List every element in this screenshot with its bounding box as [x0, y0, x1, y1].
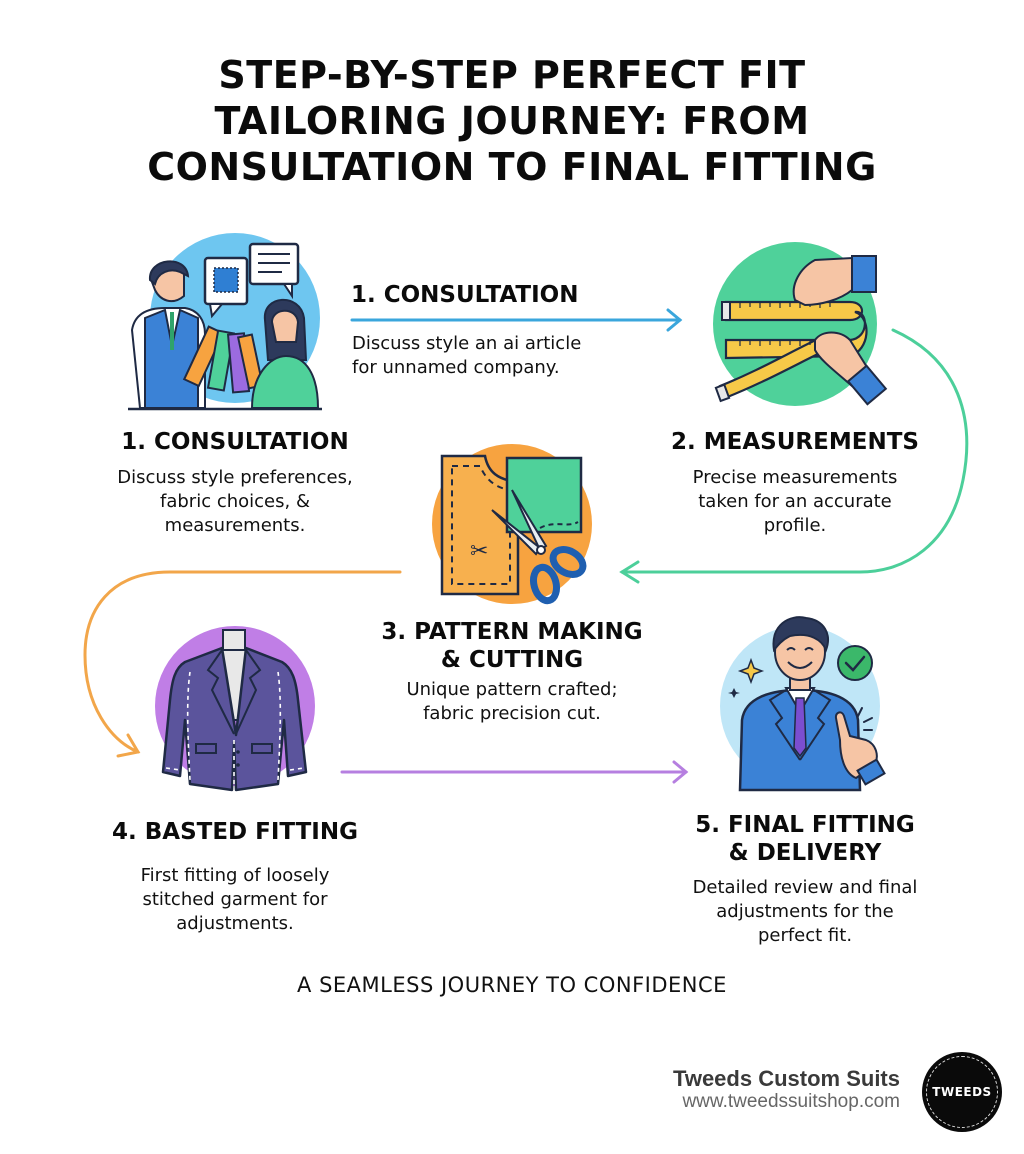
step-3-desc-line-2: fabric precision cut.: [423, 703, 601, 724]
intro-step-heading: 1. CONSULTATION: [351, 282, 579, 308]
step-4-heading: 4. BASTED FITTING: [85, 818, 385, 846]
title-line-2: TAILORING JOURNEY: FROM: [214, 99, 810, 143]
step-4-heading-line-1: 4. BASTED FITTING: [111, 819, 358, 845]
page-title: STEP-BY-STEP PERFECT FIT TAILORING JOURN…: [0, 52, 1024, 190]
step-1-desc-line-3: measurements.: [164, 515, 306, 536]
brand-url[interactable]: www.tweedssuitshop.com: [682, 1091, 900, 1112]
step-3-heading-line-2: & CUTTING: [440, 647, 584, 673]
step-1-heading: 1. CONSULTATION: [80, 428, 390, 456]
arrow-orange: [83, 570, 402, 758]
step-1-desc-line-2: fabric choices, &: [160, 491, 310, 512]
svg-text:✂: ✂: [470, 539, 488, 564]
step-2-desc-line-1: Precise measurements: [692, 467, 898, 488]
step-2-description: Precise measurements taken for an accura…: [640, 466, 950, 538]
title-line-1: STEP-BY-STEP PERFECT FIT: [218, 53, 806, 97]
step-5-heading-line-1: 5. FINAL FITTING: [695, 812, 915, 838]
step-5-desc-line-2: adjustments for the: [716, 901, 894, 922]
step-4-desc-line-2: stitched garment for: [142, 889, 328, 910]
brand-logo: TWEEDS: [922, 1052, 1002, 1132]
step-1-heading-line-1: 1. CONSULTATION: [121, 429, 349, 455]
step-3-heading: 3. PATTERN MAKING & CUTTING: [362, 618, 662, 674]
logo-ring: [926, 1056, 998, 1128]
step-4-desc-line-1: First fitting of loosely: [140, 865, 330, 886]
step-2-desc-line-3: profile.: [763, 515, 827, 536]
step-5-desc-line-3: perfect fit.: [757, 925, 853, 946]
step-2-heading-line-1: 2. MEASUREMENTS: [671, 429, 919, 455]
step-2-desc-line-2: taken for an accurate: [698, 491, 892, 512]
arrow-purple: [340, 760, 689, 784]
arrow-blue: [350, 308, 683, 332]
step-2-heading: 2. MEASUREMENTS: [640, 428, 950, 456]
logo-text: TWEEDS: [932, 1085, 992, 1099]
title-line-3: CONSULTATION TO FINAL FITTING: [147, 145, 877, 189]
brand-name: Tweeds Custom Suits: [673, 1066, 900, 1091]
intro-step-desc-line-2: for unnamed company.: [352, 357, 560, 378]
intro-step-description: Discuss style an ai article for unnamed …: [352, 332, 581, 380]
step-1-desc-line-1: Discuss style preferences,: [117, 467, 353, 488]
step-4-desc-line-3: adjustments.: [176, 913, 294, 934]
step-5-heading: 5. FINAL FITTING & DELIVERY: [655, 811, 955, 867]
step-3-heading-line-1: 3. PATTERN MAKING: [381, 619, 643, 645]
tagline: A SEAMLESS JOURNEY TO CONFIDENCE: [297, 973, 727, 997]
step-3-desc-line-1: Unique pattern crafted;: [406, 679, 618, 700]
step-5-description: Detailed review and final adjustments fo…: [645, 876, 965, 948]
step-5-heading-line-2: & DELIVERY: [728, 840, 882, 866]
step-5-desc-line-1: Detailed review and final: [692, 877, 918, 898]
step-1-description: Discuss style preferences, fabric choice…: [80, 466, 390, 538]
step-3-description: Unique pattern crafted; fabric precision…: [362, 678, 662, 726]
intro-step-desc-line-1: Discuss style an ai article: [352, 333, 582, 354]
arrow-green: [619, 328, 969, 584]
step-4-description: First fitting of loosely stitched garmen…: [85, 864, 385, 936]
